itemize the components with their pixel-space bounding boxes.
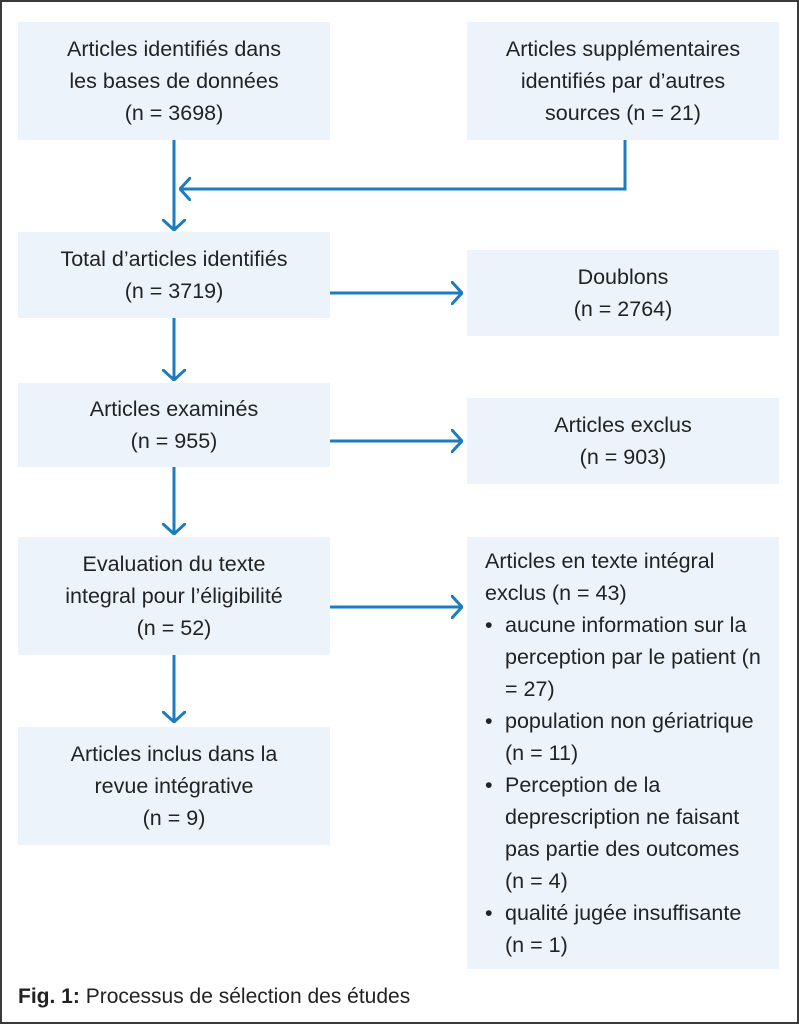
box-count: (n = 903) bbox=[579, 445, 667, 469]
box-text: revue intégrative bbox=[94, 774, 254, 798]
box-databases: Articles identifiés dans les bases de do… bbox=[18, 22, 330, 140]
box-count: (n = 3719) bbox=[124, 279, 224, 303]
arrow-other-to-total bbox=[180, 140, 627, 189]
box-text: Articles supplémentaires bbox=[505, 37, 741, 61]
box-count: (n = 52) bbox=[136, 616, 212, 640]
exclusion-reason: aucune information sur la perception par… bbox=[485, 609, 761, 705]
box-screened: Articles examinés (n = 955) bbox=[18, 383, 330, 467]
exclusion-reason: qualité jugée insuffisante (n = 1) bbox=[485, 897, 761, 961]
box-count: (n = 9) bbox=[142, 806, 206, 830]
exclusion-reason: Perception de la deprescription ne faisa… bbox=[485, 769, 761, 897]
box-text: Articles identifiés dans bbox=[67, 37, 281, 61]
box-eligibility: Evaluation du texte integral pour l’élig… bbox=[18, 537, 330, 655]
box-text: les bases de données bbox=[69, 69, 279, 93]
exclusion-reasons-list: aucune information sur la perception par… bbox=[485, 609, 761, 961]
box-text: Articles inclus dans la bbox=[70, 742, 278, 766]
box-text: Articles examinés bbox=[89, 397, 259, 421]
box-heading: Articles en texte intégral bbox=[485, 549, 715, 573]
caption-label: Fig. 1: bbox=[18, 985, 80, 1008]
box-text: Articles exclus bbox=[554, 413, 692, 437]
box-count: sources (n = 21) bbox=[545, 101, 701, 125]
figure-caption: Fig. 1: Processus de sélection des étude… bbox=[18, 985, 410, 1009]
box-included: Articles inclus dans la revue intégrativ… bbox=[18, 727, 330, 845]
box-fulltext-excluded: Articles en texte intégral exclus (n = 4… bbox=[467, 537, 779, 969]
box-count: (n = 2764) bbox=[573, 297, 673, 321]
box-text: Evaluation du texte bbox=[82, 552, 266, 576]
box-text: Total d’articles identifiés bbox=[60, 247, 288, 271]
box-text: integral pour l’éligibilité bbox=[65, 584, 283, 608]
caption-text: Processus de sélection des études bbox=[85, 985, 411, 1008]
box-text: identifiés par d’autres bbox=[520, 69, 726, 93]
box-count: (n = 3698) bbox=[124, 101, 224, 125]
box-excluded: Articles exclus (n = 903) bbox=[467, 398, 779, 484]
box-duplicates: Doublons (n = 2764) bbox=[467, 250, 779, 336]
exclusion-reason: population non gériatrique (n = 11) bbox=[485, 705, 761, 769]
box-heading: exclus (n = 43) bbox=[485, 581, 627, 605]
box-other-sources: Articles supplémentaires identifiés par … bbox=[467, 22, 779, 140]
box-text: Doublons bbox=[577, 265, 669, 289]
box-count: (n = 955) bbox=[130, 429, 218, 453]
box-total: Total d’articles identifiés (n = 3719) bbox=[18, 232, 330, 318]
